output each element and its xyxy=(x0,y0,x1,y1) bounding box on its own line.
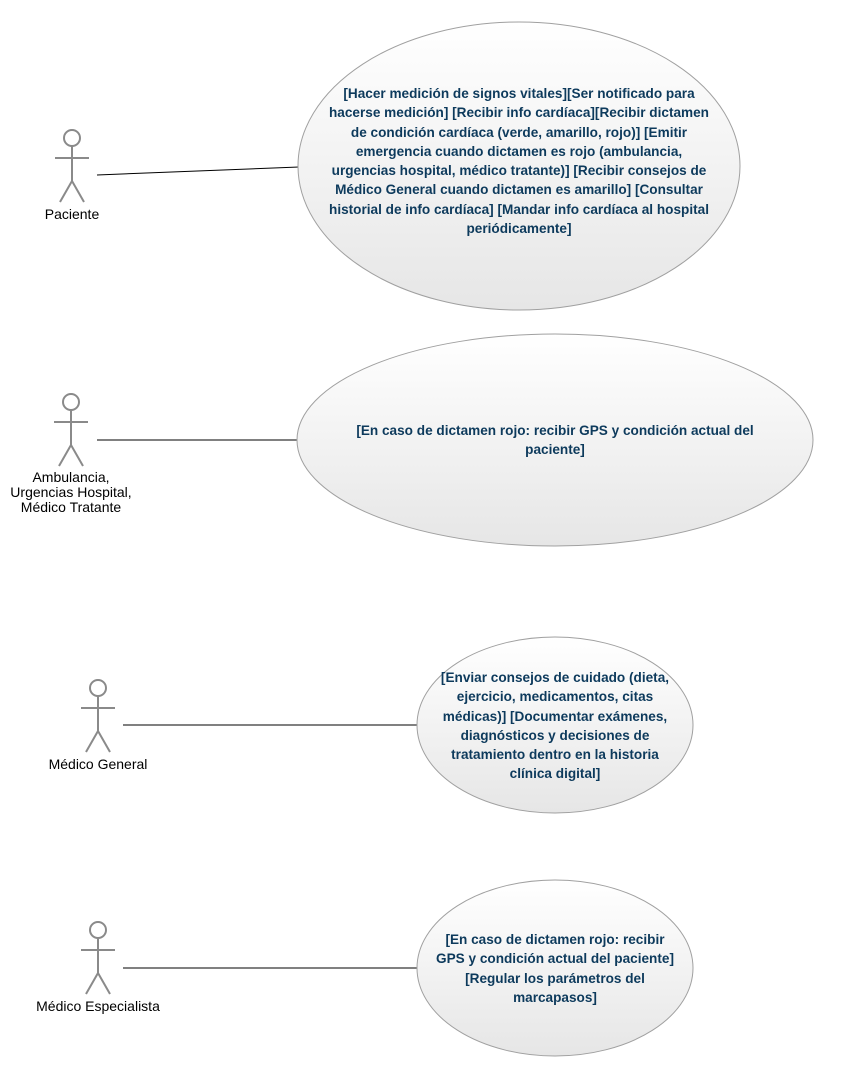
actor-left-leg-icon xyxy=(85,730,99,753)
use-case-text-line: GPS y condición actual del paciente] xyxy=(436,951,674,967)
use-case-text-line: hacerse medición] [Recibir info cardíaca… xyxy=(329,105,709,121)
actor-label-line: Médico Tratante xyxy=(20,499,122,515)
actor-label-line: Ambulancia, xyxy=(32,469,110,485)
actor-head-icon xyxy=(63,129,81,147)
use-case-text-line: historial de info cardíaca] [Mandar info… xyxy=(329,201,709,217)
use-case-text-uc-paciente: [Hacer medición de signos vitales][Ser n… xyxy=(289,84,749,238)
actor-head-icon xyxy=(89,921,107,939)
actor-label-medico-general: Médico General xyxy=(18,757,178,772)
actor-medico-especialista[interactable] xyxy=(81,921,115,995)
actor-head-icon xyxy=(62,393,80,411)
use-case-text-uc-medico-general: [Enviar consejos de cuidado (dieta, ejerc… xyxy=(415,668,695,784)
use-case-text-line: emergencia cuando dictamen es rojo (ambu… xyxy=(355,143,683,159)
actor-label-line: Médico General xyxy=(48,756,148,772)
use-case-text-line: Médico General cuando dictamen es amaril… xyxy=(335,182,703,198)
actor-right-leg-icon xyxy=(71,180,85,203)
association-line-paciente[interactable] xyxy=(96,166,300,176)
actor-label-ambulancia: Ambulancia,Urgencias Hospital,Médico Tra… xyxy=(0,470,161,515)
use-case-text-line: tratamiento dentro en la historia xyxy=(451,747,659,763)
use-case-ellipse-uc-medico-general[interactable] xyxy=(416,636,694,814)
use-case-text-line: urgencias hospital, médico tratante)] [R… xyxy=(331,163,707,179)
use-case-ellipse-uc-paciente[interactable] xyxy=(297,21,741,311)
actor-label-medico-especialista: Médico Especialista xyxy=(8,999,188,1014)
use-case-text-line: [Hacer medición de signos vitales][Ser n… xyxy=(343,86,695,101)
use-case-text-line: paciente] xyxy=(525,442,585,458)
use-case-text-line: marcapasos] xyxy=(513,989,597,1005)
use-case-text-line: [En caso de dictamen rojo: recibir GPS y… xyxy=(356,423,754,438)
use-case-text-line: periódicamente] xyxy=(466,221,572,237)
actor-head-icon xyxy=(89,679,107,697)
actor-right-leg-icon xyxy=(97,730,111,753)
use-case-text-line: ejercicio, medicamentos, citas xyxy=(456,689,654,705)
use-case-text-line: [En caso de dictamen rojo: recibir xyxy=(445,932,665,947)
actor-left-leg-icon xyxy=(58,444,72,467)
actor-paciente[interactable] xyxy=(55,129,89,203)
use-case-text-line: diagnósticos y decisiones de xyxy=(460,727,650,743)
actor-medico-general[interactable] xyxy=(81,679,115,753)
use-case-text-line: médicas)] [Documentar exámenes, xyxy=(442,708,668,724)
actor-label-paciente: Paciente xyxy=(0,207,152,222)
actor-label-line: Urgencias Hospital, xyxy=(10,484,132,500)
actor-label-line: Médico Especialista xyxy=(36,998,160,1014)
use-case-text-line: [Enviar consejos de cuidado (dieta, xyxy=(440,670,670,685)
actor-ambulancia[interactable] xyxy=(54,393,88,467)
use-case-text-line: [Regular los parámetros del xyxy=(465,970,645,986)
actor-label-line: Paciente xyxy=(44,206,100,222)
actor-right-leg-icon xyxy=(70,444,84,467)
use-case-text-line: de condición cardíaca (verde, amarillo, … xyxy=(350,124,688,140)
use-case-ellipse-uc-ambulancia[interactable] xyxy=(296,333,814,547)
actor-right-leg-icon xyxy=(97,972,111,995)
actor-left-leg-icon xyxy=(85,972,99,995)
use-case-text-line: clínica digital] xyxy=(509,766,601,782)
use-case-text-uc-ambulancia: [En caso de dictamen rojo: recibir GPS y… xyxy=(305,421,805,460)
actor-left-leg-icon xyxy=(59,180,73,203)
use-case-ellipse-uc-medico-especialista[interactable] xyxy=(416,879,694,1057)
